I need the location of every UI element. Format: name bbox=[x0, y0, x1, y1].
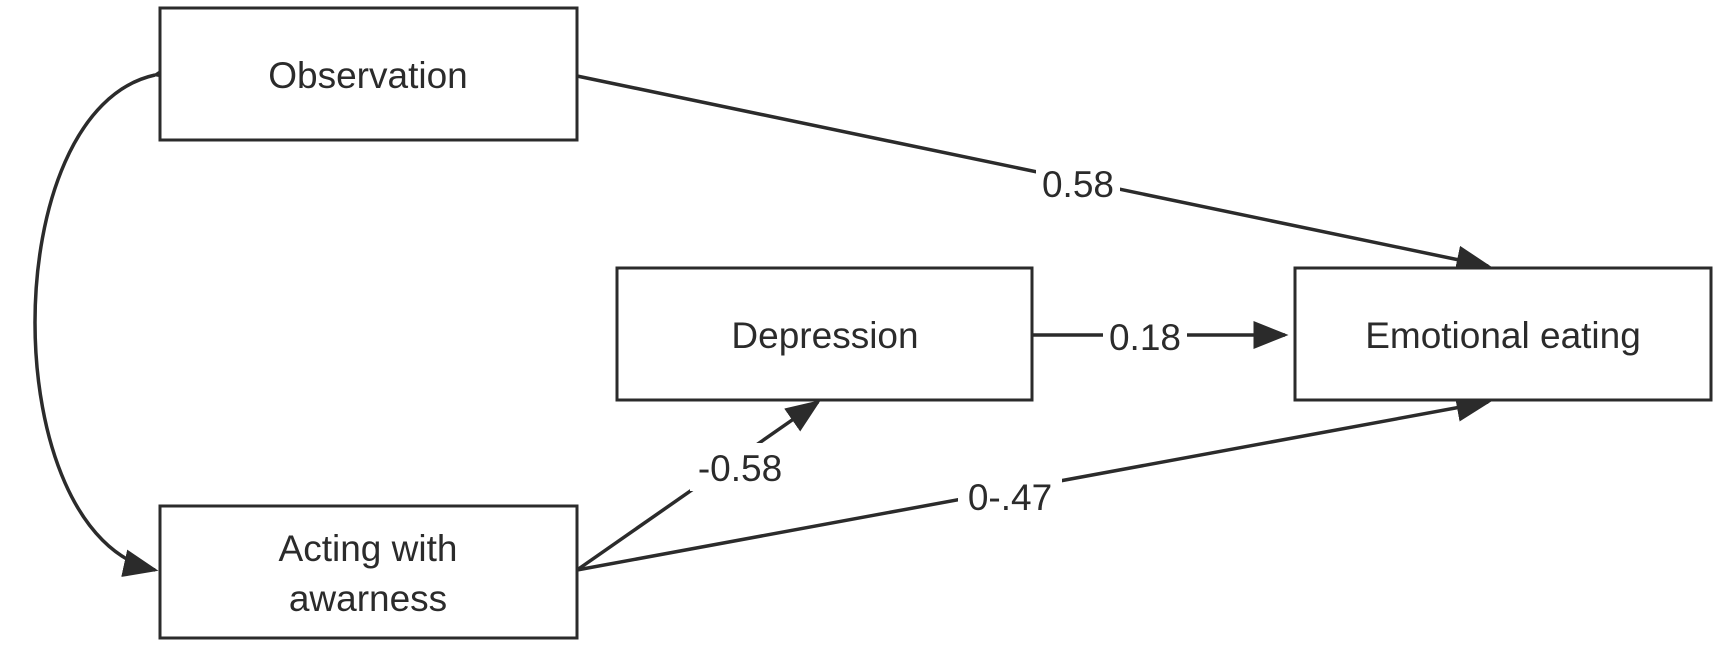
node-depression-label: Depression bbox=[731, 315, 918, 356]
correlation-arc bbox=[33, 54, 189, 577]
edge-label-acting-depression: -0.58 bbox=[690, 443, 790, 491]
edge-label-acting-emotional-eating: 0-.47 bbox=[958, 474, 1062, 520]
node-acting-label-line1: Acting with bbox=[279, 528, 458, 569]
node-depression: Depression bbox=[615, 266, 1034, 402]
node-acting-label-line2: awarness bbox=[289, 578, 447, 619]
node-emotional-eating-label: Emotional eating bbox=[1365, 315, 1641, 356]
svg-text:-0.58: -0.58 bbox=[698, 448, 782, 489]
edge-label-depression-emotional-eating: 0.18 bbox=[1103, 314, 1187, 360]
node-observation: Observation bbox=[158, 6, 579, 142]
node-observation-label: Observation bbox=[268, 55, 468, 96]
node-acting-with-awareness: Acting with awarness bbox=[158, 504, 579, 640]
svg-text:0.18: 0.18 bbox=[1109, 317, 1181, 358]
svg-text:0.58: 0.58 bbox=[1042, 164, 1114, 205]
svg-text:0-.47: 0-.47 bbox=[968, 477, 1052, 518]
edge-observation-to-emotional-eating bbox=[576, 74, 1492, 274]
edge-label-observation-emotional-eating: 0.58 bbox=[1036, 160, 1120, 206]
node-emotional-eating: Emotional eating bbox=[1293, 266, 1713, 402]
